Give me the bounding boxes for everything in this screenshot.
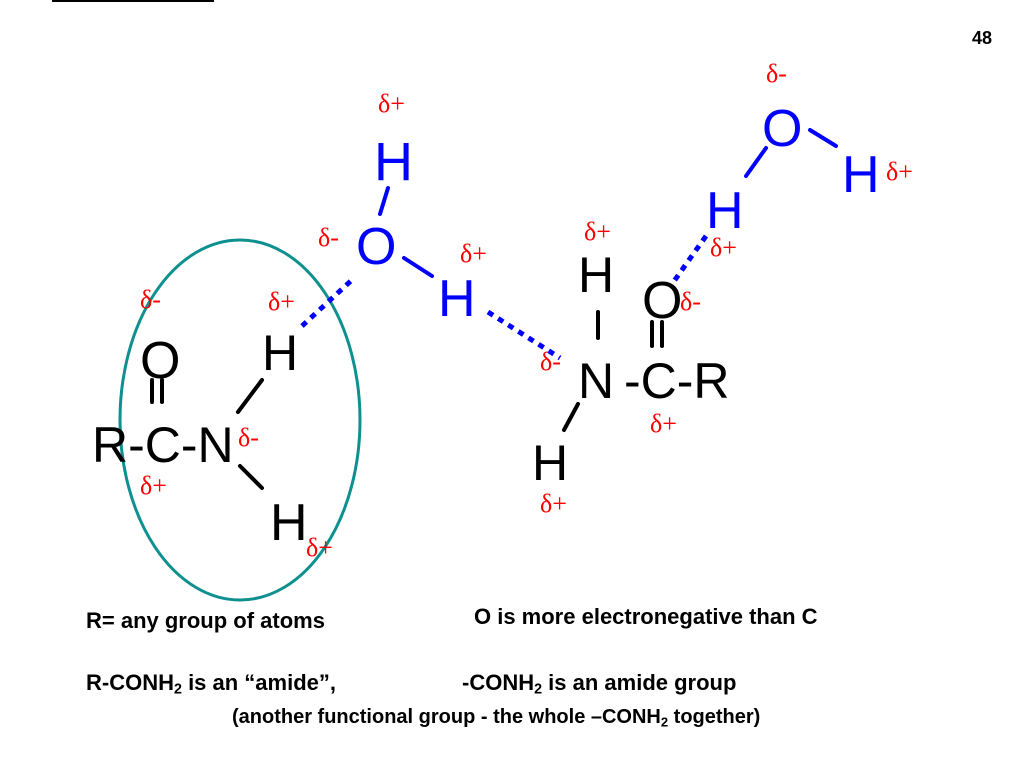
caption-r-definition: R= any group of atoms <box>86 608 325 633</box>
water1-oh-right-bond <box>402 256 434 278</box>
left-n-delta-minus: δ- <box>238 423 259 452</box>
right-c-delta-plus: δ+ <box>650 409 677 438</box>
right-top-hydrogen: H <box>578 247 614 303</box>
water2-oxygen: O <box>762 100 802 158</box>
caption-functional-group-note: (another functional group - the whole –C… <box>232 706 761 730</box>
hbond-water1-h-to-right-n <box>486 309 562 361</box>
left-amide-carbon: C <box>145 417 181 473</box>
right-o-delta-minus: δ- <box>680 287 701 316</box>
left-amide-r: R <box>92 417 128 473</box>
slide-number: 48 <box>972 28 993 48</box>
hbond-water2-h-to-right-o <box>669 234 709 286</box>
water1-top-h-delta-plus: δ+ <box>378 89 405 118</box>
water2-right-h-delta-plus: δ+ <box>886 157 913 186</box>
water2-oh-right-bond <box>808 128 838 148</box>
right-n-delta-minus: δ- <box>540 347 561 376</box>
left-lower-h-delta-plus: δ+ <box>306 533 333 562</box>
left-amide-r-c-n: R-C-N <box>92 417 234 473</box>
water2-o-delta-minus: δ- <box>766 59 787 88</box>
left-o-delta-minus: δ- <box>140 285 161 314</box>
water1-top-hydrogen: H <box>374 132 413 192</box>
left-upper-h-delta-plus: δ+ <box>268 287 295 316</box>
left-lower-hydrogen: H <box>270 494 308 552</box>
water2-oh-lower-bond <box>744 146 768 178</box>
water2-lower-hydrogen: H <box>706 182 744 240</box>
left-nh-lower-bond <box>238 464 264 490</box>
left-upper-hydrogen: H <box>262 325 298 381</box>
left-nh-upper-bond <box>236 378 264 414</box>
right-amide-nitrogen: N <box>578 353 614 409</box>
left-c-delta-plus: δ+ <box>140 471 167 500</box>
top-rule <box>52 0 214 2</box>
right-lower-h-delta-plus: δ+ <box>540 489 567 518</box>
left-amide-nitrogen: N <box>198 417 234 473</box>
water2-right-hydrogen: H <box>842 146 880 204</box>
right-lower-hydrogen: H <box>532 435 568 491</box>
left-amide: δ- O R-C-N δ- δ+ H δ+ H δ+ <box>92 285 333 562</box>
caption-electronegativity: O is more electronegative than C <box>474 604 818 629</box>
right-top-h-delta-plus: δ+ <box>584 217 611 246</box>
water1-oxygen: O <box>356 218 396 276</box>
water1-o-delta-minus: δ- <box>318 223 339 252</box>
amide-group-circle <box>118 238 362 602</box>
right-amide: δ+ H δ- N -C-R O δ- δ+ H δ+ <box>532 217 730 518</box>
water2-lower-h-delta-plus: δ+ <box>710 233 737 262</box>
water1-right-h-delta-plus: δ+ <box>460 239 487 268</box>
hbond-left-h-to-water1-o <box>300 276 356 328</box>
caption-amide-group: -CONH2 is an amide group <box>462 670 737 698</box>
right-nh-lower-bond <box>562 402 580 432</box>
caption-amide-definition: R-CONH2 is an “amide”, <box>86 670 337 698</box>
water-molecule-1: δ+ H δ- O H δ+ <box>318 89 487 328</box>
water-molecule-2: δ- O H δ+ H δ+ <box>706 59 913 262</box>
water1-right-hydrogen: H <box>438 270 476 328</box>
water1-oh-top-bond <box>378 186 390 216</box>
right-amide-c-r: -C-R <box>624 353 730 409</box>
